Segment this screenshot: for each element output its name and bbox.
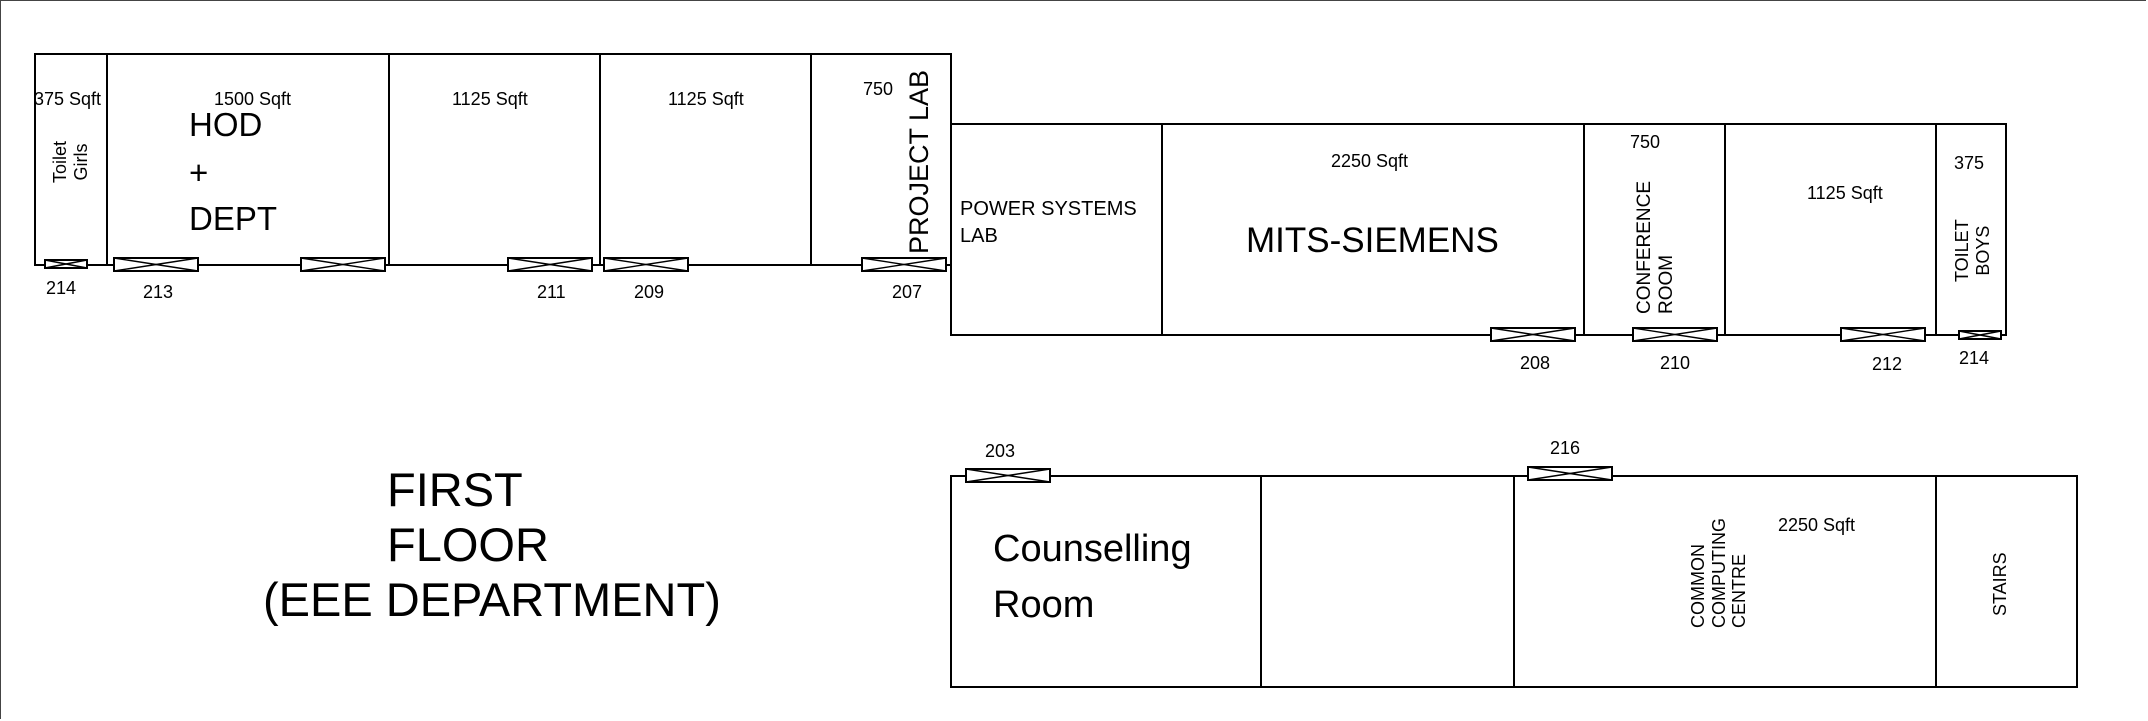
door-209[interactable]	[603, 257, 689, 272]
door-211[interactable]	[507, 257, 593, 272]
room-stairs	[1935, 475, 2078, 688]
room-211	[388, 53, 601, 266]
door-203-label: 203	[985, 441, 1016, 461]
room-209-area: 1125 Sqft	[668, 89, 744, 109]
door-210-label: 210	[1660, 353, 1691, 373]
counselling-line1: Counselling	[993, 528, 1192, 570]
room-hod-dept	[106, 53, 390, 266]
door-208-label: 208	[1520, 353, 1551, 373]
hod-line3: DEPT	[189, 200, 278, 237]
toilet-girls-name: Toilet Girls	[50, 140, 91, 183]
hod-line2: +	[189, 154, 209, 191]
door-211-label: 211	[537, 282, 566, 302]
counselling-line2: Room	[993, 584, 1095, 626]
stairs-name: STAIRS	[1990, 552, 2010, 616]
room-power-systems-lab	[950, 123, 1163, 336]
room-211-area: 1125 Sqft	[452, 89, 528, 109]
toilet-boys-name: TOILET BOYS	[1952, 219, 1993, 282]
door-213-a[interactable]	[113, 257, 199, 272]
room-counselling	[950, 475, 1262, 688]
room-toilet-boys	[1935, 123, 2007, 336]
toilet-girls-area: 375 Sqft	[34, 89, 102, 109]
door-212-label: 212	[1872, 354, 1903, 374]
door-209-label: 209	[634, 282, 665, 302]
toilet-boys-area: 375	[1954, 153, 1985, 173]
floor-title-line2: FLOOR	[387, 518, 549, 571]
hod-line1: HOD	[189, 106, 263, 143]
door-212[interactable]	[1840, 327, 1926, 342]
conference-name: CONFERENCE ROOM	[1634, 180, 1677, 314]
door-207[interactable]	[861, 257, 947, 272]
project-lab-name: PROJECT LAB	[904, 69, 934, 254]
room-212	[1724, 123, 1937, 336]
door-216[interactable]	[1527, 466, 1613, 481]
door-214-left-label: 214	[46, 278, 77, 298]
room-bottom-blank	[1260, 475, 1515, 688]
door-216-label: 216	[1550, 438, 1581, 458]
floor-title-line3: (EEE DEPARTMENT)	[263, 573, 721, 626]
door-208[interactable]	[1490, 327, 1576, 342]
common-computing-area: 2250 Sqft	[1778, 515, 1856, 535]
room-209	[599, 53, 812, 266]
room-mits-siemens	[1161, 123, 1585, 336]
room-212-area: 1125 Sqft	[1807, 183, 1883, 203]
door-213-b[interactable]	[300, 257, 386, 272]
project-lab-area: 750	[863, 79, 894, 99]
conference-area: 750	[1630, 132, 1661, 152]
door-207-label: 207	[892, 282, 923, 302]
mits-siemens-area: 2250 Sqft	[1331, 151, 1409, 171]
power-systems-line2: LAB	[960, 225, 998, 247]
door-203[interactable]	[965, 468, 1051, 483]
power-systems-line1: POWER SYSTEMS	[960, 198, 1137, 220]
room-common-computing-centre	[1513, 475, 1937, 688]
door-214-right-label: 214	[1959, 348, 1990, 368]
door-210[interactable]	[1632, 327, 1718, 342]
hod-area: 1500 Sqft	[214, 89, 292, 109]
door-214-right[interactable]	[1958, 330, 2002, 340]
room-conference	[1583, 123, 1726, 336]
door-214-left[interactable]	[44, 259, 88, 269]
common-computing-name: COMMON COMPUTING CENTRE	[1688, 518, 1750, 628]
floor-title-line1: FIRST	[387, 463, 523, 516]
door-213-label: 213	[143, 282, 174, 302]
mits-siemens-name: MITS-SIEMENS	[1246, 221, 1499, 260]
